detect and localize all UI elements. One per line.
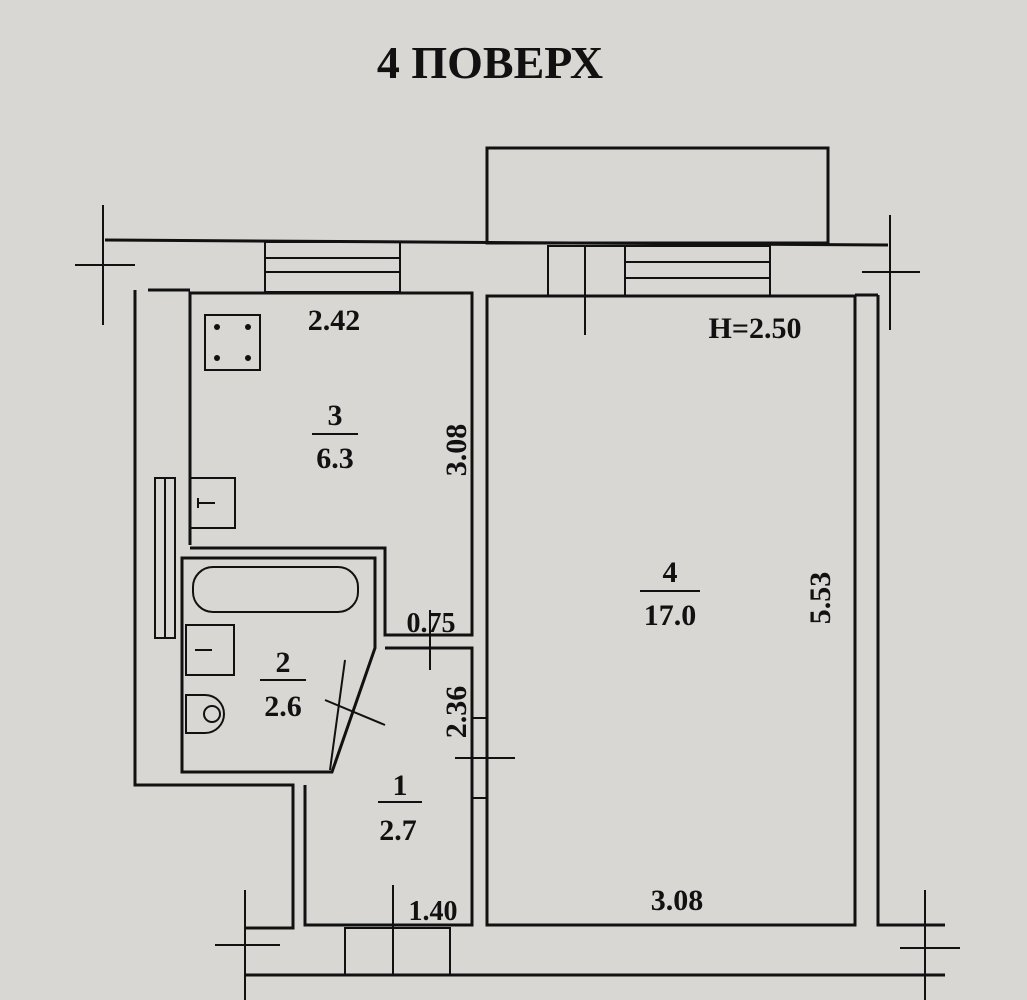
room-2-walls (180, 556, 377, 774)
room-4-number: 4 (663, 556, 678, 589)
sink-icon (189, 477, 236, 529)
room-2-number: 2 (276, 646, 291, 679)
room-3-area: 6.3 (316, 442, 354, 475)
balcony (485, 146, 830, 245)
room-3-walls (188, 291, 474, 637)
door-mark (324, 699, 386, 726)
entrance-door (344, 927, 451, 976)
window-room4 (547, 245, 771, 335)
room-1-walls (303, 646, 474, 927)
dim-door-gap: 0.75 (407, 608, 456, 639)
dim-kitchen-width: 2.42 (308, 304, 361, 337)
room-1-number: 1 (393, 769, 408, 802)
room-2-area: 2.6 (264, 690, 302, 723)
ceiling-height: H=2.50 (709, 312, 802, 345)
window-kitchen (264, 241, 401, 293)
washbasin-icon (185, 624, 235, 676)
room-4-walls (485, 294, 857, 927)
radiator-icon (154, 477, 176, 639)
dim-corridor-width: 1.40 (409, 896, 458, 927)
dim-corridor-length: 2.36 (440, 686, 473, 739)
bathroom-door (329, 659, 346, 771)
dim-kitchen-length: 3.08 (440, 424, 473, 477)
floor-title: 4 ПОВЕРХ (377, 37, 603, 88)
room-3-number: 3 (328, 399, 343, 432)
room-1-area: 2.7 (379, 814, 417, 847)
toilet-icon (185, 694, 225, 734)
room-4-area: 17.0 (644, 599, 697, 632)
bathtub-icon (192, 566, 359, 613)
dim-room4-length: 5.53 (804, 572, 837, 625)
dim-room4-width: 3.08 (651, 884, 704, 917)
stove-icon (204, 314, 261, 371)
